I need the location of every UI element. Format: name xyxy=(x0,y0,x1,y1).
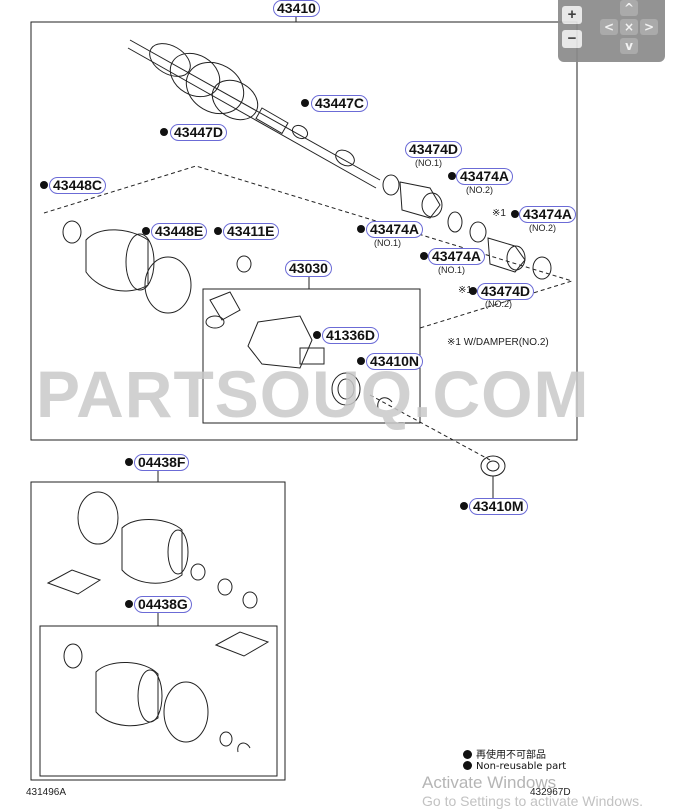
damper-parts xyxy=(382,174,552,280)
callout-43448e[interactable]: 43448E xyxy=(151,223,208,240)
reset-view-icon[interactable]: × xyxy=(620,19,638,35)
callout-sub-label: (NO.1) xyxy=(438,265,465,275)
callout-sub-label: (NO.1) xyxy=(374,238,401,248)
legend-japanese: 再使用不可部品 xyxy=(463,746,546,761)
callout-41336d[interactable]: 41336D xyxy=(322,327,380,344)
callout-43474d-no2[interactable]: 43474D xyxy=(477,283,535,300)
callout-43447c[interactable]: 43447C xyxy=(311,95,369,112)
non-reusable-dot xyxy=(460,502,468,510)
zoom-pan-control: + − ^ < × > v xyxy=(558,0,665,62)
callout-43030[interactable]: 43030 xyxy=(285,260,332,277)
activate-windows-title: Activate Windows xyxy=(422,773,557,792)
boot-kit-f-frame xyxy=(30,481,286,781)
callout-43474d-no1[interactable]: 43474D xyxy=(405,141,463,158)
non-reusable-dot xyxy=(448,172,456,180)
non-reusable-dot xyxy=(125,600,133,608)
star-mark: ※1 xyxy=(458,285,472,296)
activate-windows-subtitle: Go to Settings to activate Windows. xyxy=(422,793,643,809)
non-reusable-dot xyxy=(469,287,477,295)
kit-g-parts xyxy=(63,631,270,753)
legend-text: 再使用不可部品 xyxy=(476,750,546,761)
non-reusable-dot xyxy=(357,225,365,233)
non-reusable-dot xyxy=(301,99,309,107)
main-assembly-frame xyxy=(30,21,578,441)
callout-43474a-no2-top[interactable]: 43474A xyxy=(456,168,514,185)
pan-up-icon[interactable]: ^ xyxy=(620,0,638,16)
zoom-out-button[interactable]: − xyxy=(562,30,582,48)
inner-joint-parts xyxy=(205,291,393,409)
callout-43410m[interactable]: 43410M xyxy=(469,498,528,515)
legend-dot-icon xyxy=(463,750,472,759)
drive-shaft-drawing xyxy=(127,39,381,189)
callout-sub-label: (NO.2) xyxy=(485,299,512,309)
callout-04438g[interactable]: 04438G xyxy=(134,596,192,613)
legend-text: Non-reusable part xyxy=(476,761,567,772)
kit-f-parts xyxy=(46,491,258,609)
star-mark: ※1 xyxy=(492,208,506,219)
callout-43410n[interactable]: 43410N xyxy=(366,353,424,370)
callout-43448c[interactable]: 43448C xyxy=(49,177,107,194)
callout-43474a-no1-left[interactable]: 43474A xyxy=(366,221,424,238)
callout-43474a-no1-mid[interactable]: 43474A xyxy=(428,248,486,265)
figure-code-left: 431496A xyxy=(26,787,67,798)
callout-43447d[interactable]: 43447D xyxy=(170,124,228,141)
damper-note: ※1 W/DAMPER(NO.2) xyxy=(447,337,549,348)
callout-sub-label: (NO.2) xyxy=(466,185,493,195)
damper-group-outline xyxy=(43,165,574,329)
non-reusable-dot xyxy=(214,227,222,235)
callout-43474a-no2-right[interactable]: 43474A xyxy=(519,206,577,223)
non-reusable-dot xyxy=(125,458,133,466)
callout-43411e[interactable]: 43411E xyxy=(223,223,279,240)
non-reusable-dot xyxy=(357,357,365,365)
zoom-in-button[interactable]: + xyxy=(562,6,582,24)
non-reusable-dot xyxy=(40,181,48,189)
callout-43410[interactable]: 43410 xyxy=(273,0,320,17)
pan-right-icon[interactable]: > xyxy=(640,19,658,35)
legend-dot-icon xyxy=(463,761,472,770)
figure-code-right: 432967D xyxy=(530,787,571,798)
pan-left-icon[interactable]: < xyxy=(600,19,618,35)
outer-boot-parts xyxy=(62,220,252,314)
non-reusable-dot xyxy=(160,128,168,136)
legend-english: Non-reusable part xyxy=(463,761,566,772)
non-reusable-dot xyxy=(313,331,321,339)
callout-sub-label: (NO.2) xyxy=(529,223,556,233)
pan-down-icon[interactable]: v xyxy=(620,38,638,54)
non-reusable-dot xyxy=(142,227,150,235)
non-reusable-dot xyxy=(511,210,519,218)
callout-sub-label: (NO.1) xyxy=(415,158,442,168)
non-reusable-dot xyxy=(420,252,428,260)
callout-04438f[interactable]: 04438F xyxy=(134,454,190,471)
watermark-text: PARTSOUQ.COM xyxy=(36,357,590,431)
seal-43410m xyxy=(480,455,506,477)
